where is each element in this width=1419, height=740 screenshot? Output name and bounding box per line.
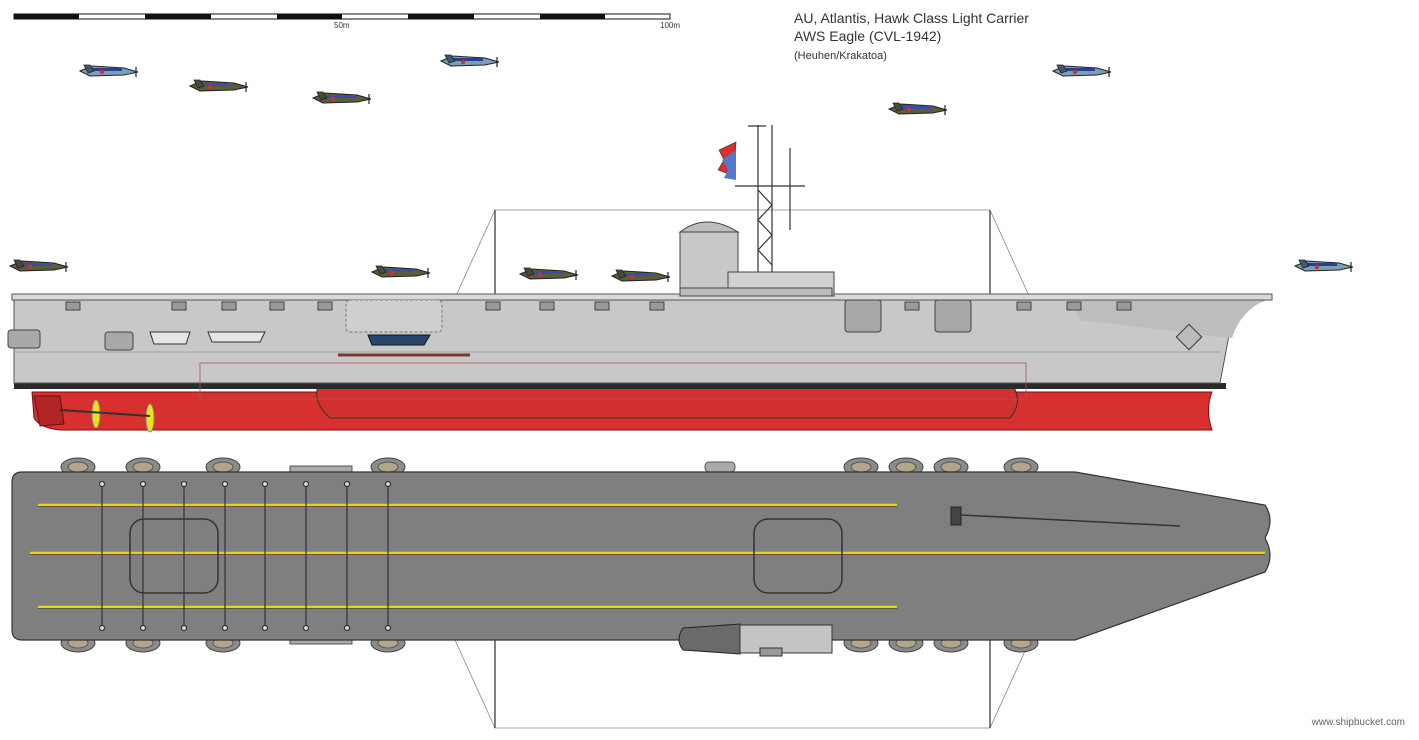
author-credit: (Heuhen/Krakatoa): [794, 50, 887, 62]
ship-name-title: AWS Eagle (CVL-1942): [794, 28, 942, 44]
site-watermark: www.shipbucket.com: [1311, 717, 1405, 728]
ship-class-title: AU, Atlantis, Hawk Class Light Carrier: [794, 10, 1029, 26]
scale-bar: [13, 13, 671, 20]
scale-label-100m: 100m: [660, 21, 681, 30]
ship-profile: [7, 125, 1273, 433]
flight-deck-plan: [11, 457, 1271, 729]
scale-label-50m: 50m: [334, 21, 350, 30]
